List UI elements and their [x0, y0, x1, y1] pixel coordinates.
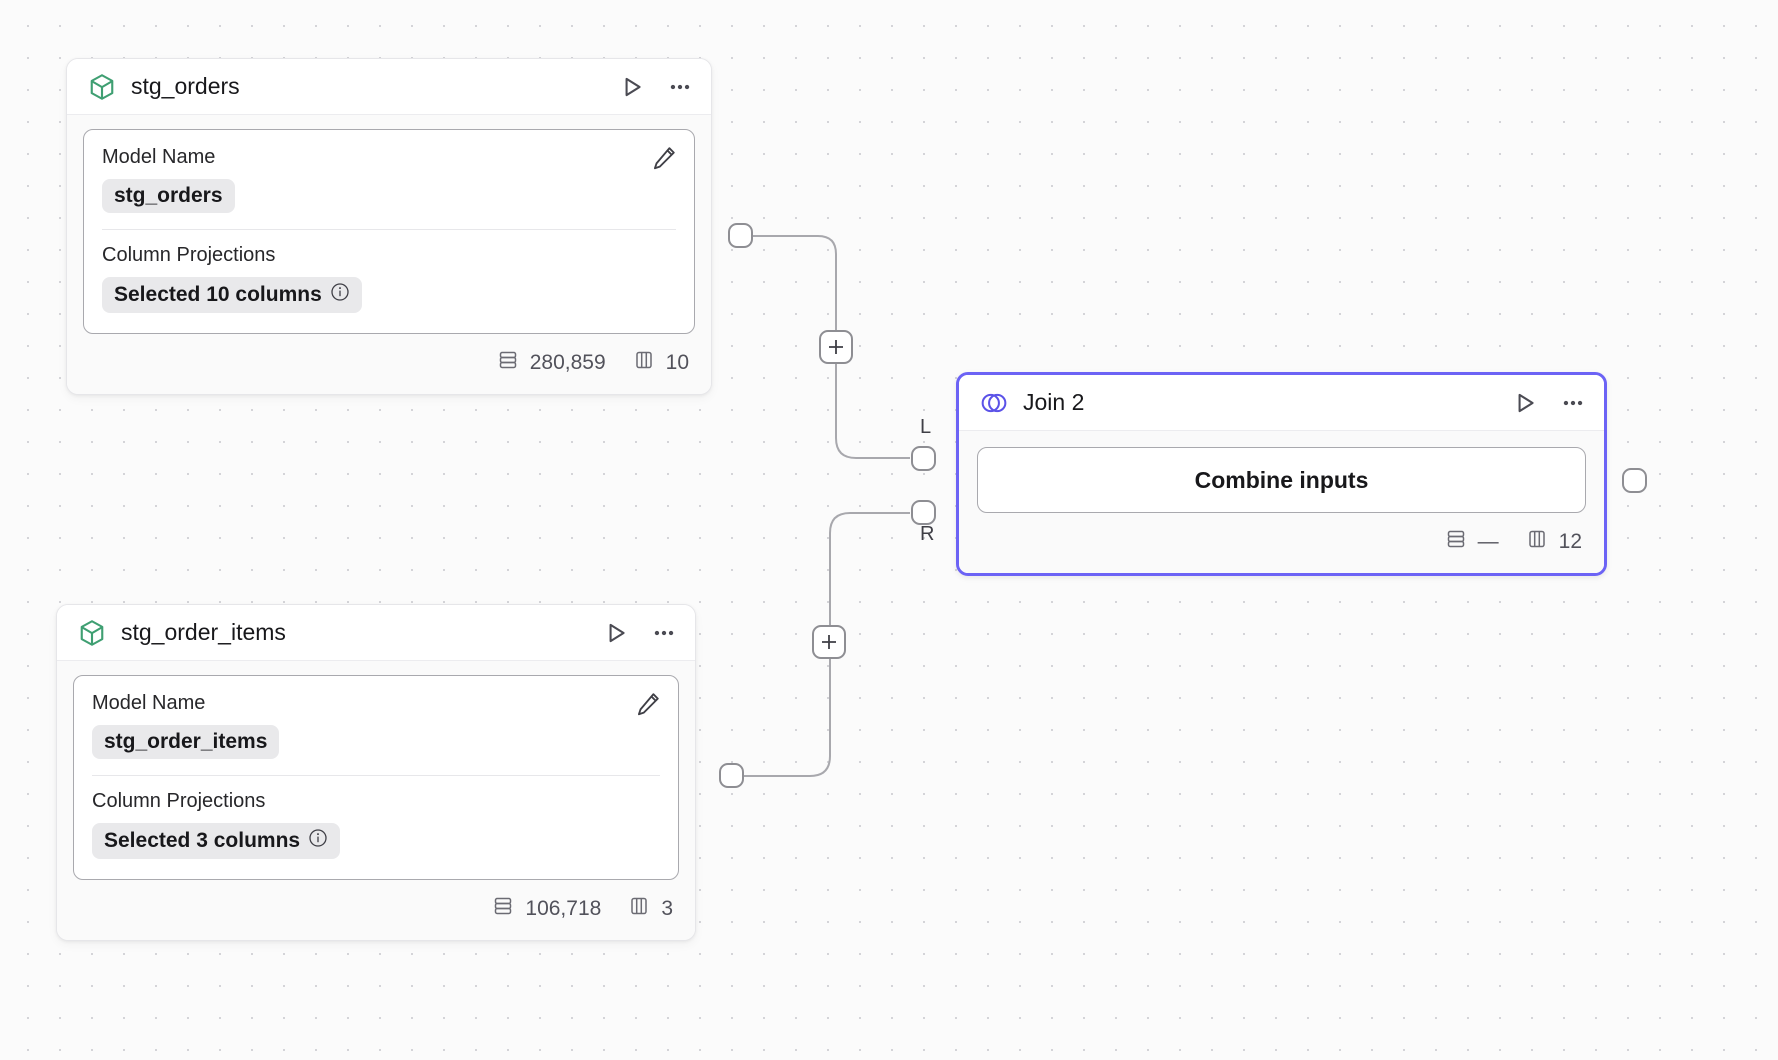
- run-icon[interactable]: [1512, 390, 1538, 416]
- more-options-icon[interactable]: [651, 620, 677, 646]
- more-options-icon[interactable]: [1560, 390, 1586, 416]
- panel-divider: [102, 229, 676, 230]
- model-name-chip[interactable]: stg_orders: [102, 179, 235, 213]
- model-name-chip[interactable]: stg_order_items: [92, 725, 280, 759]
- model-config-panel: Model Name stg_orders Column Projections…: [83, 129, 695, 334]
- input-port-left[interactable]: [911, 446, 936, 471]
- column-projections-chip[interactable]: Selected 3 columns: [92, 823, 341, 859]
- node-join-2[interactable]: Join 2 Combine inputs: [956, 372, 1607, 576]
- model-config-panel: Model Name stg_order_items Column Projec…: [73, 675, 679, 880]
- node-stg-order-items[interactable]: stg_order_items: [56, 604, 696, 941]
- node-title: stg_order_items: [121, 619, 286, 645]
- node-footer: — 12: [959, 513, 1604, 573]
- node-stg-orders[interactable]: stg_orders: [66, 58, 712, 395]
- plus-icon: [822, 635, 836, 649]
- column-projections-chip[interactable]: Selected 10 columns: [102, 277, 362, 313]
- combine-inputs-button[interactable]: Combine inputs: [977, 447, 1586, 513]
- node-footer: 280,859 10: [67, 334, 711, 394]
- output-port-join-2[interactable]: [1622, 468, 1647, 493]
- node-body: Model Name stg_orders Column Projections…: [67, 115, 711, 334]
- columns-icon: [627, 894, 651, 924]
- node-header: stg_order_items: [57, 605, 695, 661]
- node-header: Join 2: [959, 375, 1604, 431]
- column-projections-label: Column Projections: [92, 790, 266, 812]
- info-icon[interactable]: [330, 282, 350, 308]
- input-port-right-label: R: [920, 523, 935, 545]
- input-port-left-label: L: [920, 416, 932, 438]
- column-count-stat: 12: [1525, 527, 1582, 557]
- node-title: stg_orders: [131, 73, 240, 99]
- model-name-value: stg_order_items: [104, 730, 268, 753]
- columns-value: 10: [665, 351, 689, 374]
- rows-value: 106,718: [525, 897, 602, 920]
- column-projections-label: Column Projections: [102, 244, 276, 266]
- output-port-stg-order-items[interactable]: [719, 763, 744, 788]
- venn-icon: [979, 388, 1009, 418]
- node-header: stg_orders: [67, 59, 711, 115]
- plus-icon: [829, 340, 843, 354]
- cube-icon: [87, 72, 117, 102]
- rows-icon: [1444, 527, 1468, 557]
- rows-icon: [496, 348, 520, 378]
- row-count-stat: 106,718: [491, 894, 601, 924]
- model-name-value: stg_orders: [114, 184, 223, 207]
- input-port-right[interactable]: [911, 500, 936, 525]
- node-body: Model Name stg_order_items Column Projec…: [57, 661, 695, 880]
- node-body: Combine inputs: [959, 431, 1604, 513]
- columns-value: 3: [661, 897, 673, 920]
- edit-pencil-icon[interactable]: [650, 144, 678, 177]
- edge-add-button-order-items[interactable]: [812, 625, 846, 659]
- panel-divider: [92, 775, 660, 776]
- column-projections-value: Selected 10 columns: [114, 283, 322, 306]
- rows-value: —: [1477, 530, 1499, 553]
- output-port-stg-orders[interactable]: [728, 223, 753, 248]
- column-count-stat: 10: [632, 348, 689, 378]
- row-count-stat: 280,859: [496, 348, 606, 378]
- rows-icon: [491, 894, 515, 924]
- columns-icon: [632, 348, 656, 378]
- info-icon[interactable]: [308, 828, 328, 854]
- model-name-label: Model Name: [102, 146, 216, 168]
- column-count-stat: 3: [627, 894, 673, 924]
- node-title: Join 2: [1023, 389, 1085, 415]
- run-icon[interactable]: [619, 74, 645, 100]
- edge-add-button-orders[interactable]: [819, 330, 853, 364]
- more-options-icon[interactable]: [667, 74, 693, 100]
- columns-icon: [1525, 527, 1549, 557]
- run-icon[interactable]: [603, 620, 629, 646]
- edit-pencil-icon[interactable]: [634, 690, 662, 723]
- row-count-stat: —: [1444, 527, 1499, 557]
- rows-value: 280,859: [529, 351, 606, 374]
- columns-value: 12: [1558, 530, 1582, 553]
- cube-icon: [77, 618, 107, 648]
- node-footer: 106,718 3: [57, 880, 695, 940]
- column-projections-value: Selected 3 columns: [104, 829, 301, 852]
- model-name-label: Model Name: [92, 692, 206, 714]
